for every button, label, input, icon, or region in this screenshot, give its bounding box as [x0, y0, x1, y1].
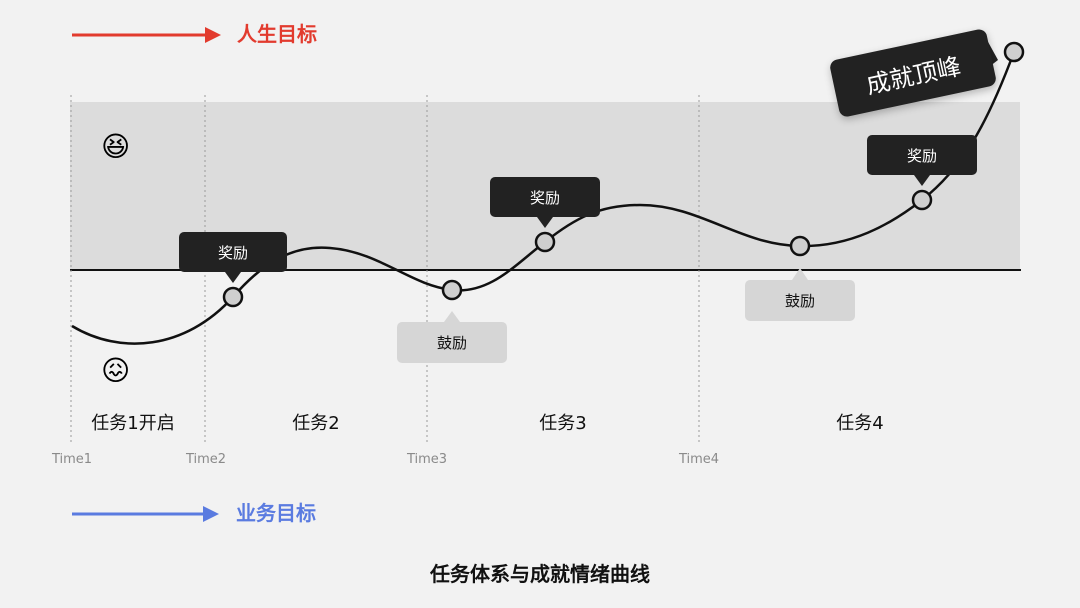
milestone-node: [222, 286, 244, 308]
time-label-3: Time3: [406, 452, 448, 467]
time-label-2: Time2: [185, 452, 227, 467]
diagram-caption: 任务体系与成就情绪曲线: [430, 562, 650, 586]
peak-node: [1003, 41, 1025, 63]
reward-tooltip: 奖励: [179, 232, 287, 272]
sad-face-icon: 😖: [101, 354, 131, 387]
milestone-node: [789, 235, 811, 257]
reward-pointer-2: [537, 217, 553, 228]
time-label-4: Time4: [678, 452, 720, 467]
task-label-1: 任务1开启: [91, 413, 175, 434]
milestone-node: [911, 189, 933, 211]
reward-tooltip: 奖励: [867, 135, 977, 175]
task-label-4: 任务4: [836, 413, 884, 434]
encourage-tooltip: 鼓励: [397, 322, 507, 363]
reward-pointer-3: [914, 175, 930, 186]
life-goal-label: 人生目标: [237, 22, 317, 46]
life-goal-arrowhead: [205, 27, 221, 43]
task-label-3: 任务3: [539, 413, 587, 434]
milestone-node: [534, 231, 556, 253]
reward-pointer-1: [225, 272, 241, 283]
time-label-1: Time1: [51, 452, 93, 467]
task-label-2: 任务2: [292, 413, 340, 434]
encourage-pointer-1: [444, 311, 460, 322]
encourage-tooltip: 鼓励: [745, 280, 855, 321]
encourage-pointer-2: [792, 268, 808, 280]
reward-tooltip: 奖励: [490, 177, 600, 217]
business-goal-label: 业务目标: [236, 501, 316, 525]
milestone-node: [441, 279, 463, 301]
happy-face-icon: 😆: [101, 130, 131, 163]
business-goal-arrowhead: [203, 506, 219, 522]
